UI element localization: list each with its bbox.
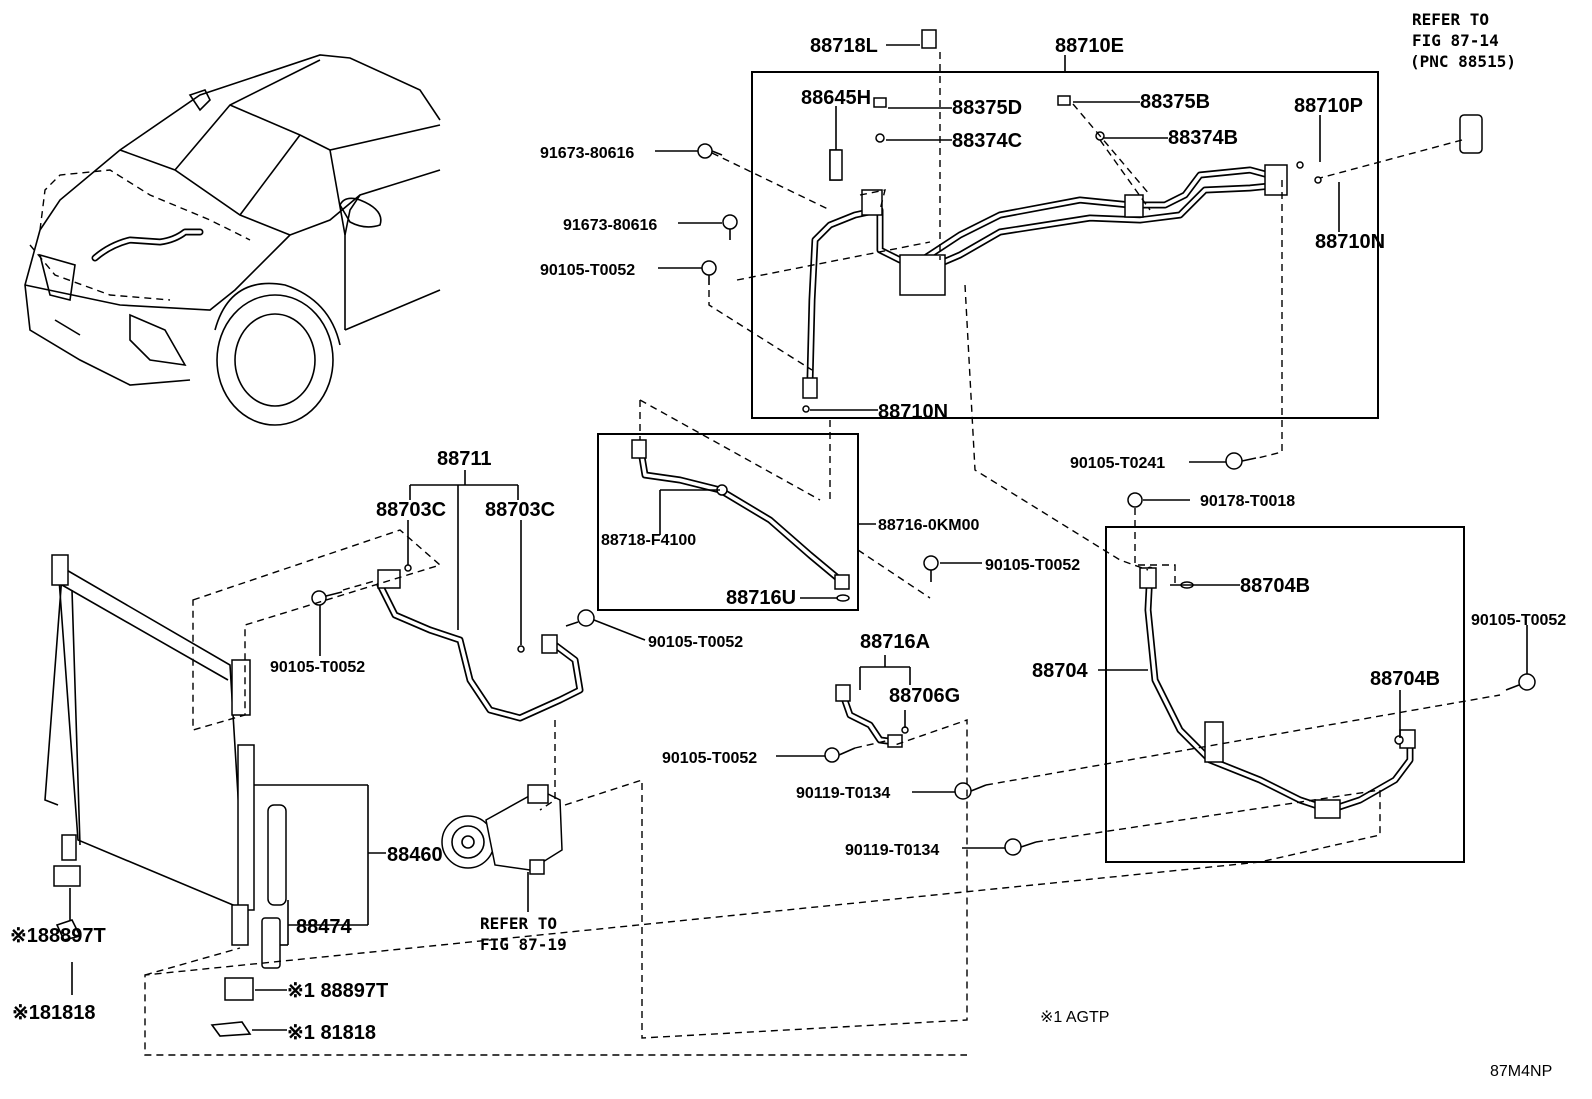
label-88704b-b: 88704B: [1370, 668, 1440, 690]
label-88710n-bottom: 88710N: [878, 401, 948, 423]
ref-87-14-line3: (PNC 88515): [1410, 52, 1516, 71]
dashed-connectors: [144, 52, 1501, 1056]
pipe-88710e: [802, 149, 1288, 399]
label-90105-t0241: 90105-T0241: [1070, 455, 1165, 472]
figure-code: 87M4NP: [1490, 1063, 1552, 1080]
oring-88374c: [875, 133, 885, 143]
assembly-box-88710e: [751, 71, 1379, 419]
label-91673-b: 91673-80616: [563, 217, 657, 234]
label-90105-c: 90105-T0052: [270, 659, 365, 676]
footnote-agtp: ※1 AGTP: [1040, 1009, 1109, 1026]
switch-88718l: [921, 29, 937, 49]
label-90178-t0018: 90178-T0018: [1200, 493, 1295, 510]
ref-87-14-line2: FIG 87-14: [1412, 31, 1499, 50]
label-88710n-right: 88710N: [1315, 231, 1385, 253]
label-90105-f: 90105-T0052: [1471, 612, 1566, 629]
label-88704: 88704: [1032, 660, 1088, 682]
label-88474: 88474: [296, 916, 352, 938]
leader-lines: [69, 44, 1528, 1031]
ref-87-14-line1: REFER TO: [1412, 10, 1489, 29]
label-90105-e: 90105-T0052: [662, 750, 757, 767]
label-90105-b: 90105-T0052: [985, 557, 1080, 574]
label-90119-a: 90119-T0134: [796, 785, 890, 802]
label-88706g: 88706G: [889, 685, 960, 707]
label-88375d: 88375D: [952, 97, 1022, 119]
condenser-88460: [44, 554, 287, 1037]
vehicle-illustration: [24, 54, 441, 426]
label-88645h: 88645H: [801, 87, 871, 109]
label-90105-a: 90105-T0052: [540, 262, 635, 279]
pressure-switch-88645h: [829, 149, 843, 181]
label-88716u: 88716U: [726, 587, 796, 609]
assembly-box-88716: [597, 433, 859, 611]
label-90119-b: 90119-T0134: [845, 842, 939, 859]
label-88460: 88460: [387, 844, 443, 866]
label-88703c-b: 88703C: [485, 499, 555, 521]
assembly-box-88704: [1105, 526, 1465, 863]
label-88716-0km00: 88716-0KM00: [878, 517, 980, 534]
oring-88710n-bottom: [802, 405, 810, 413]
label-81818-b: ※1 81818: [287, 1022, 376, 1044]
pipe-88716: [631, 439, 850, 602]
hose-88704: [1139, 566, 1416, 819]
label-91673-a: 91673-80616: [540, 145, 634, 162]
oring-88710n-right: [1314, 176, 1322, 184]
part-labels: 88718L 88710E 88645H 88375D 88375B 88710…: [10, 35, 1566, 1044]
label-88704b-a: 88704B: [1240, 575, 1310, 597]
reference-fig-87-19: REFER TO FIG 87-19: [480, 914, 567, 954]
label-88710e: 88710E: [1055, 35, 1124, 57]
ref-87-19-line2: FIG 87-19: [480, 935, 567, 954]
label-88897t-b: ※1 88897T: [287, 980, 388, 1002]
label-90105-d: 90105-T0052: [648, 634, 743, 651]
label-81818-a: ※181818: [12, 1002, 96, 1024]
cap-88375b: [1057, 95, 1071, 106]
label-88374b: 88374B: [1168, 127, 1238, 149]
label-88718-f4100: 88718-F4100: [601, 532, 696, 549]
label-88375b: 88375B: [1140, 91, 1210, 113]
compressor: [441, 784, 563, 875]
label-88897t-a: ※188897T: [10, 925, 106, 947]
ref-part-88515: [1459, 114, 1483, 154]
pipe-88711: [376, 564, 584, 722]
cap-88375d: [873, 97, 887, 108]
label-88703c-a: 88703C: [376, 499, 446, 521]
oring-88710p: [1296, 161, 1304, 169]
label-88710p: 88710P: [1294, 95, 1363, 117]
ref-87-19-line1: REFER TO: [480, 914, 557, 933]
label-88711: 88711: [437, 448, 492, 470]
reference-fig-87-14: REFER TO FIG 87-14 (PNC 88515): [1410, 10, 1516, 71]
label-88718l: 88718L: [810, 35, 878, 57]
label-88716a: 88716A: [860, 631, 930, 653]
label-88374c: 88374C: [952, 130, 1022, 152]
